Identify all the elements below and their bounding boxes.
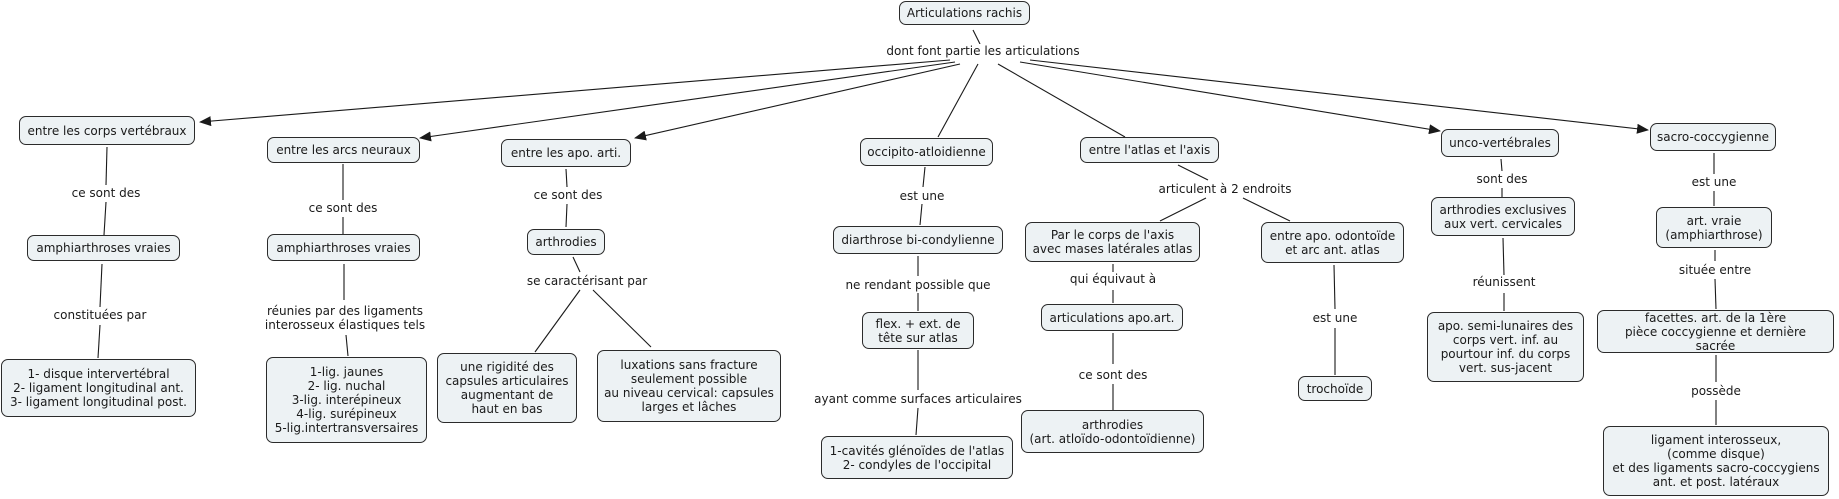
link-label-occ-3: ayant comme surfaces articulaires [813, 392, 1023, 406]
arrow-to-sacro [1029, 59, 1649, 134]
node-root[interactable]: Articulations rachis [899, 1, 1030, 25]
node-apo-rigidite[interactable]: une rigidité des capsules articulaires a… [437, 353, 577, 423]
arrow-to-corps [199, 59, 951, 127]
edge-root-to-link [972, 29, 981, 45]
link-label-unco-2: réunissent [1471, 275, 1537, 289]
link-label-atlas-3: ce sont des [1077, 368, 1149, 382]
link-label-apo-2: se caractérisant par [525, 274, 649, 288]
link-label-corps-2: constituées par [52, 308, 148, 322]
node-atlas-arthrodies[interactable]: arthrodies (art. atloïdo-odontoïdienne) [1021, 410, 1204, 453]
node-unco-arthrodies[interactable]: arthrodies exclusives aux vert. cervical… [1431, 197, 1575, 236]
node-apo-arthrodies[interactable]: arthrodies [527, 229, 605, 255]
node-atlas-apo-art[interactable]: articulations apo.art. [1041, 304, 1183, 331]
link-label-atlas-2: qui équivaut à [1068, 272, 1158, 286]
node-sacro-facettes[interactable]: facettes. art. de la 1ère pièce coccygie… [1597, 310, 1834, 353]
arrow-to-arcs [419, 61, 956, 142]
link-label-arcs-2: réunies par des ligaments interosseux él… [263, 304, 427, 332]
node-occipito-atloidienne[interactable]: occipito-atloidienne [860, 138, 993, 166]
node-sacro-coccygienne[interactable]: sacro-coccygienne [1650, 123, 1776, 151]
node-unco-apo-semilunaires[interactable]: apo. semi-lunaires des corps vert. inf. … [1427, 312, 1584, 382]
link-label-occ-1: est une [898, 189, 946, 203]
node-arcs-amphiarthroses[interactable]: amphiarthroses vraies [267, 234, 420, 261]
link-label-unco-1: sont des [1475, 172, 1529, 186]
node-occ-surfaces[interactable]: 1-cavités glénoïdes de l'atlas 2- condyl… [821, 436, 1013, 479]
link-label-corps-1: ce sont des [70, 186, 142, 200]
link-label-sacro-2: située entre [1677, 263, 1753, 277]
link-label-occ-2: ne rendant possible que [844, 278, 992, 292]
node-unco-vertebrales[interactable]: unco-vertébrales [1441, 129, 1559, 157]
arrow-to-apo [634, 63, 961, 141]
arrow-to-unco [1019, 61, 1441, 135]
link-label-root: dont font partie les articulations [885, 44, 1081, 58]
node-corps-composants[interactable]: 1- disque intervertébral 2- ligament lon… [1, 359, 196, 417]
node-apo-arti[interactable]: entre les apo. arti. [501, 139, 631, 167]
link-label-sacro-1: est une [1690, 175, 1738, 189]
link-label-sacro-3: possède [1690, 384, 1742, 398]
edge-to-atlas [997, 63, 1126, 138]
node-corps-amphiarthroses[interactable]: amphiarthroses vraies [27, 235, 180, 261]
node-atlas-corps-axis[interactable]: Par le corps de l'axis avec mases latéra… [1025, 222, 1200, 262]
node-occ-diarthrose[interactable]: diarthrose bi-condylienne [833, 226, 1003, 254]
node-sacro-art-vraie[interactable]: art. vraie (amphiarthrose) [1656, 207, 1772, 248]
node-atlas-odontoide[interactable]: entre apo. odontoïde et arc ant. atlas [1261, 222, 1404, 263]
link-label-atlas-1: articulent à 2 endroits [1157, 182, 1293, 196]
node-sacro-ligaments[interactable]: ligament interosseux, (comme disque) et … [1603, 426, 1829, 496]
node-occ-flex-ext[interactable]: flex. + ext. de tête sur atlas [862, 312, 974, 349]
node-atlas-axis[interactable]: entre l'atlas et l'axis [1080, 137, 1219, 163]
node-atlas-trochoide[interactable]: trochoïde [1298, 376, 1372, 401]
link-label-arcs-1: ce sont des [307, 201, 379, 215]
link-label-apo-1: ce sont des [532, 188, 604, 202]
node-corps-vertebraux[interactable]: entre les corps vertébraux [19, 116, 195, 145]
edge-to-occ [937, 63, 979, 138]
node-arcs-neuraux[interactable]: entre les arcs neuraux [267, 137, 420, 163]
link-label-atlas-4: est une [1311, 311, 1359, 325]
node-apo-luxations[interactable]: luxations sans fracture seulement possib… [597, 350, 781, 422]
node-arcs-ligaments[interactable]: 1-lig. jaunes 2- lig. nuchal 3-lig. inte… [266, 357, 427, 443]
